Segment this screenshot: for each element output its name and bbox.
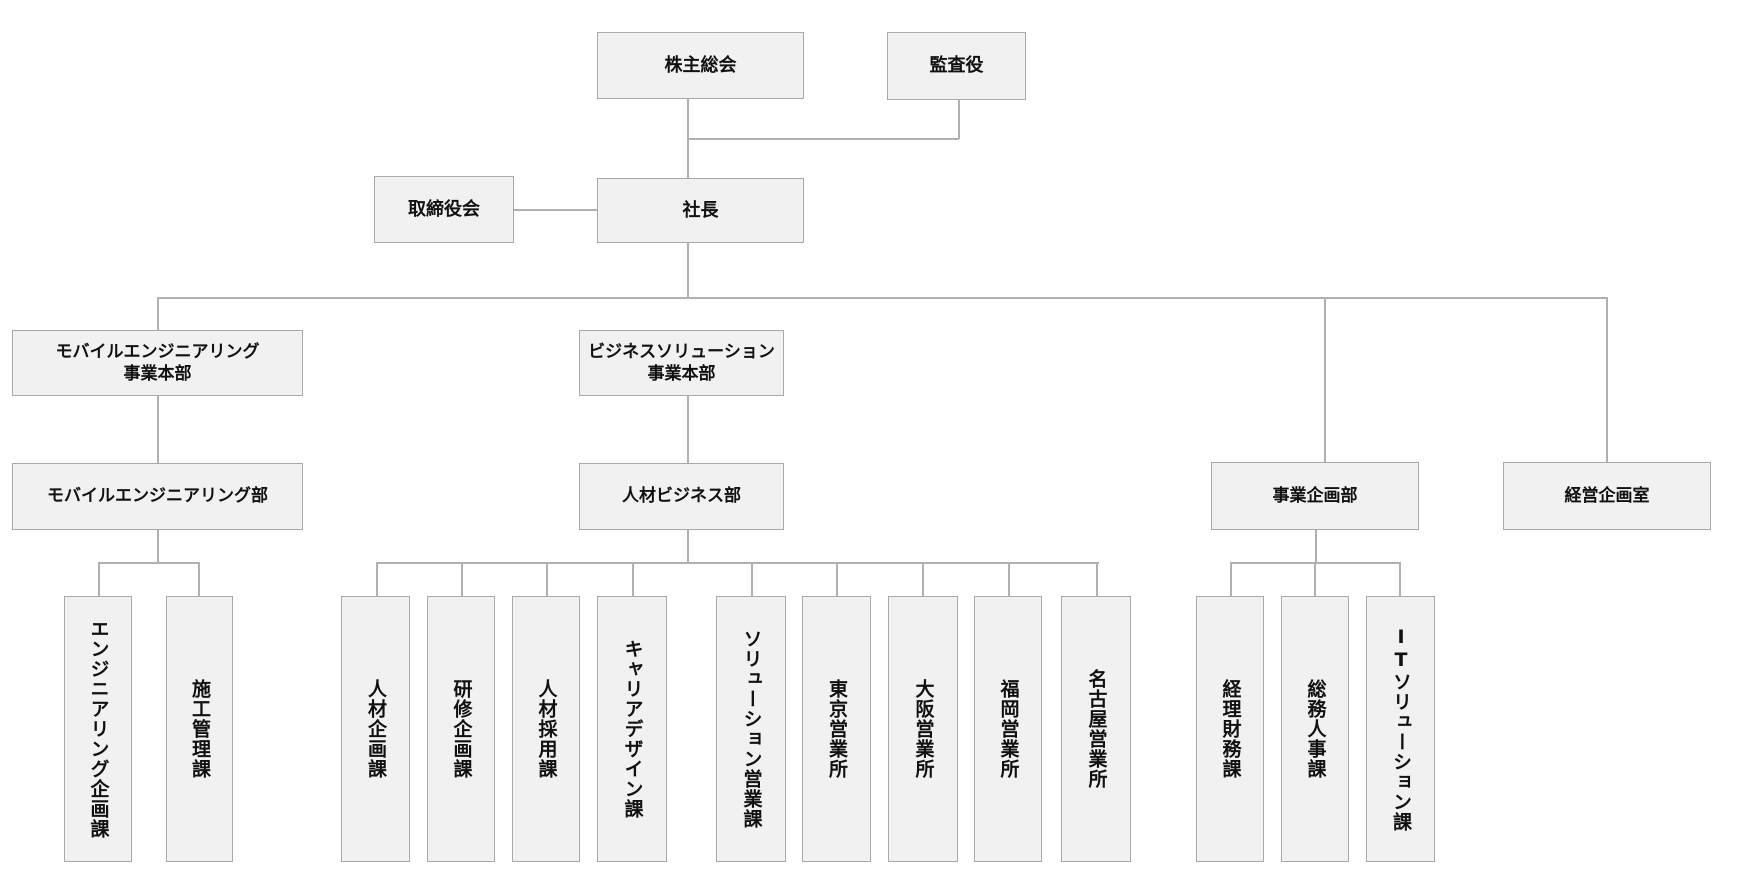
- president-label: 社長: [682, 199, 719, 221]
- connector-line: [1324, 297, 1326, 464]
- section-label: ソリューション営業課: [740, 629, 763, 829]
- connector-line: [157, 297, 159, 330]
- connector-line: [514, 209, 600, 211]
- section-box: 福岡営業所: [974, 596, 1042, 862]
- connector-line: [1606, 297, 1608, 464]
- section-box: 経理財務課: [1196, 596, 1264, 862]
- planning-dept-box: 事業企画部: [1211, 462, 1419, 530]
- connector-line: [157, 396, 159, 464]
- connector-line: [376, 562, 378, 596]
- mobile-dept-box: モバイルエンジニアリング部: [12, 463, 303, 530]
- connector-line: [546, 562, 548, 596]
- mobile-division-line2: 事業本部: [123, 364, 192, 384]
- management-office-label: 経営企画室: [1564, 485, 1650, 506]
- connector-line: [98, 562, 200, 564]
- shareholders-meeting-label: 株主総会: [664, 54, 737, 76]
- connector-line: [1314, 562, 1316, 596]
- connector-line: [836, 562, 838, 596]
- planning-dept-label: 事業企画部: [1272, 485, 1358, 506]
- section-label: 名古屋営業所: [1085, 669, 1108, 789]
- auditor-label: 監査役: [929, 55, 984, 77]
- section-box: 施工管理課: [166, 596, 233, 862]
- section-box: ソリューション営業課: [716, 596, 786, 862]
- section-box: 大阪営業所: [888, 596, 958, 862]
- connector-line: [687, 138, 959, 140]
- connector-line: [157, 530, 159, 563]
- connector-line: [1315, 530, 1317, 563]
- section-box: 人材採用課: [512, 596, 580, 862]
- section-label: 総務人事課: [1304, 679, 1327, 779]
- section-label: 大阪営業所: [912, 679, 935, 779]
- auditor-box: 監査役: [887, 32, 1026, 100]
- section-label: 施工管理課: [189, 679, 211, 779]
- business-division-line1: ビジネスソリューション: [588, 341, 775, 362]
- section-box: 総務人事課: [1281, 596, 1349, 862]
- section-label: 福岡営業所: [997, 679, 1020, 779]
- connector-line: [922, 562, 924, 596]
- section-box: 研修企画課: [427, 596, 495, 862]
- connector-line: [1399, 562, 1401, 596]
- connector-line: [376, 562, 1099, 564]
- mobile-division-line1: モバイルエンジニアリング: [55, 341, 260, 362]
- hr-business-dept-box: 人材ビジネス部: [579, 463, 784, 530]
- section-label: エンジニアリング企画課: [87, 619, 110, 839]
- connector-line: [1096, 562, 1098, 596]
- section-box: エンジニアリング企画課: [64, 596, 132, 862]
- section-label: キャリアデザイン課: [621, 639, 644, 819]
- connector-line: [98, 562, 100, 596]
- connector-line: [1230, 562, 1232, 596]
- section-label: 人材採用課: [535, 679, 558, 779]
- section-label: 人材企画課: [365, 679, 387, 779]
- section-label: 研修企画課: [450, 679, 473, 779]
- hr-business-dept-label: 人材ビジネス部: [622, 486, 741, 507]
- business-division-box: ビジネスソリューション 事業本部: [579, 330, 784, 396]
- connector-line: [751, 562, 753, 596]
- section-label: 経理財務課: [1219, 679, 1242, 779]
- section-label: ITソリューション課: [1390, 626, 1412, 832]
- connector-line: [198, 562, 200, 596]
- section-label: 東京営業所: [826, 679, 848, 779]
- connector-line: [632, 562, 634, 596]
- section-box: 人材企画課: [341, 596, 410, 862]
- connector-line: [1008, 562, 1010, 596]
- connector-line: [157, 297, 1608, 299]
- connector-line: [687, 530, 689, 563]
- board-of-directors-label: 取締役会: [408, 198, 480, 220]
- section-box: 東京営業所: [802, 596, 871, 862]
- management-office-box: 経営企画室: [1503, 462, 1711, 530]
- section-box: ITソリューション課: [1366, 596, 1435, 862]
- mobile-dept-label: モバイルエンジニアリング部: [47, 486, 268, 507]
- board-of-directors-box: 取締役会: [374, 176, 514, 243]
- shareholders-meeting-box: 株主総会: [597, 32, 804, 99]
- president-box: 社長: [597, 178, 804, 243]
- connector-line: [958, 99, 960, 139]
- connector-line: [461, 562, 463, 596]
- section-box: 名古屋営業所: [1061, 596, 1131, 862]
- mobile-division-box: モバイルエンジニアリング 事業本部: [12, 330, 303, 396]
- business-division-line2: 事業本部: [647, 364, 716, 384]
- section-box: キャリアデザイン課: [597, 596, 667, 862]
- connector-line: [687, 396, 689, 464]
